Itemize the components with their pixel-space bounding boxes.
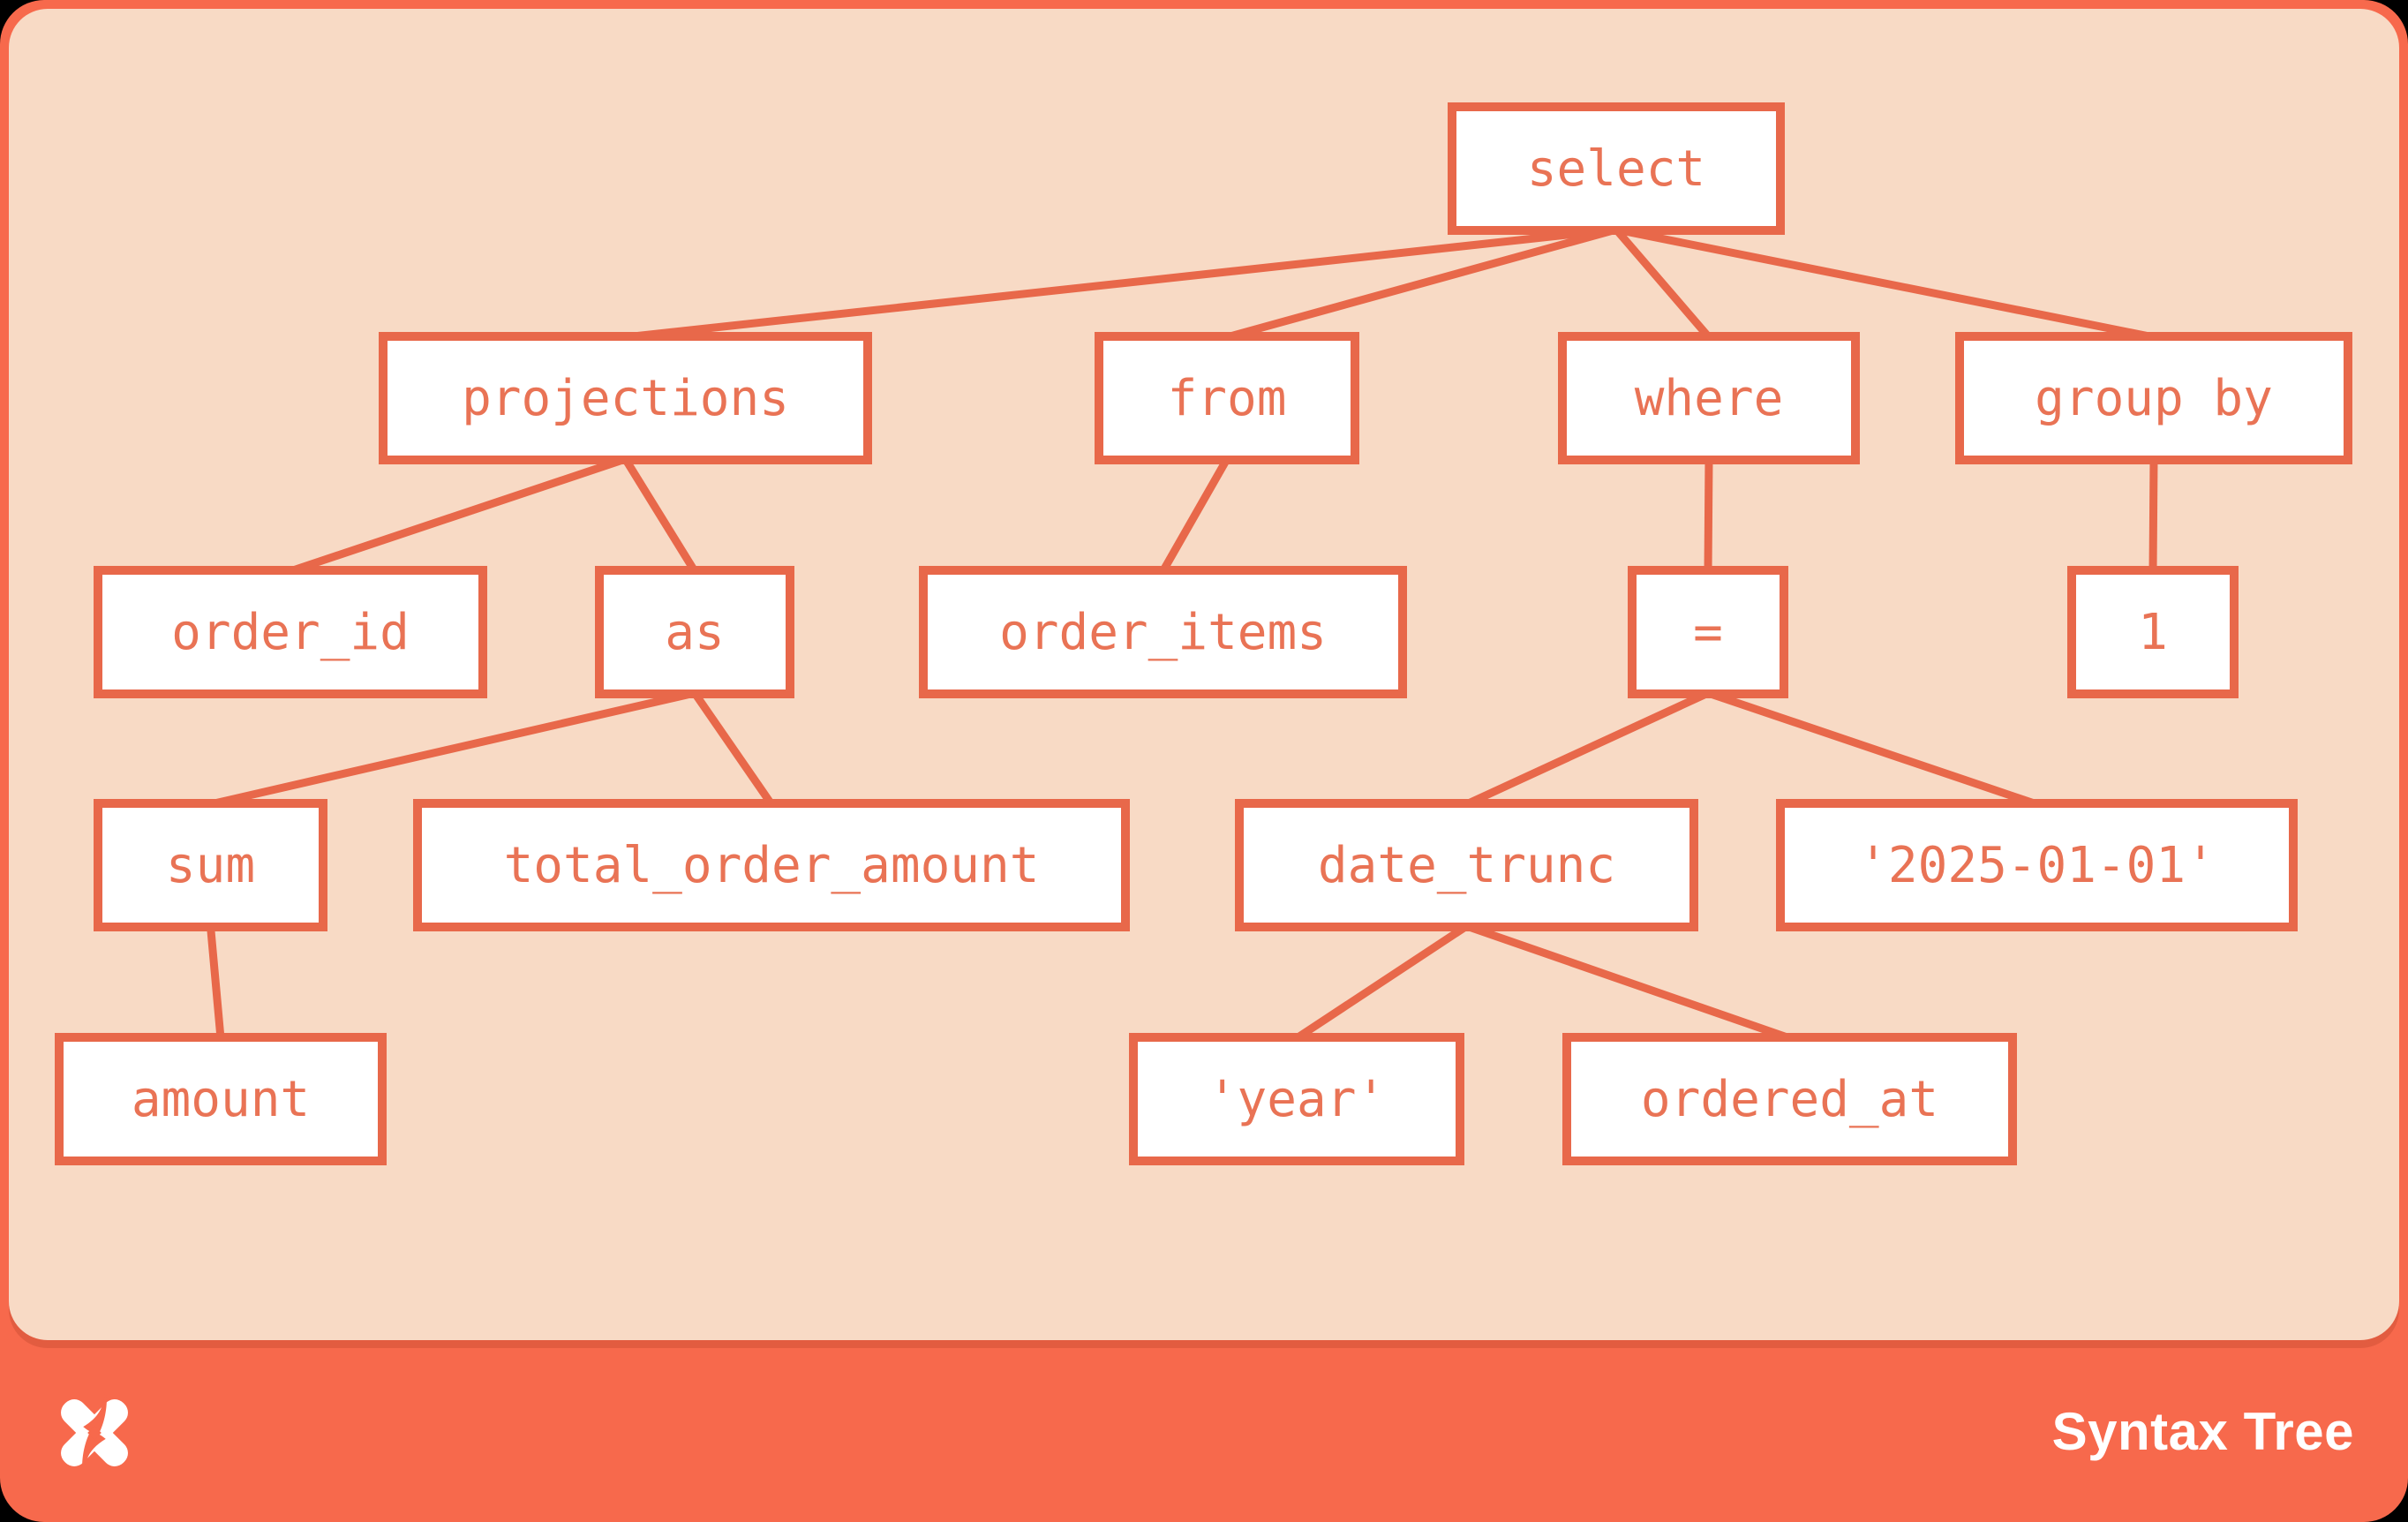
tree-edge-as-total_order_amount: [691, 690, 775, 807]
tree-edge-from-order_items: [1159, 456, 1230, 574]
tree-edge-eq-date_trunc: [1464, 689, 1710, 809]
tree-node-label: select: [1526, 139, 1706, 198]
tree-node-year_literal: 'year': [1129, 1033, 1464, 1165]
tree-node-label: '2025-01-01': [1858, 836, 2216, 894]
tree-edge-eq-date_literal: [1706, 689, 2038, 809]
tree-node-label: order_items: [999, 603, 1327, 661]
tree-edge-as-sum: [209, 689, 696, 809]
tree-node-label: sum: [165, 836, 256, 894]
tree-node-label: group by: [2035, 369, 2273, 427]
tree-node-projections: projections: [379, 332, 872, 464]
tree-node-label: amount: [131, 1070, 311, 1128]
tree-node-date_trunc: date_trunc: [1235, 799, 1698, 931]
tree-node-label: where: [1634, 369, 1784, 427]
tree-edge-date_trunc-ordered_at: [1465, 922, 1791, 1043]
tree-edge-projections-order_id: [289, 455, 627, 576]
tree-node-label: as: [665, 603, 725, 661]
tree-node-order_id: order_id: [94, 566, 487, 698]
tree-node-label: 'year': [1207, 1070, 1387, 1128]
tree-edge-group_by-one: [2148, 458, 2158, 572]
tree-node-total_order_amount: total_order_amount: [413, 799, 1130, 931]
tree-node-label: from: [1167, 369, 1287, 427]
tree-edge-date_trunc-year_literal: [1294, 923, 1469, 1042]
tree-node-label: projections: [462, 369, 789, 427]
tree-node-amount: amount: [55, 1033, 387, 1165]
tree-edge-where-eq: [1704, 458, 1713, 572]
tree-node-label: total_order_amount: [503, 836, 1040, 894]
tree-node-where: where: [1558, 332, 1860, 464]
tree-node-one: 1: [2067, 566, 2239, 698]
tree-node-sum: sum: [94, 799, 327, 931]
tree-node-date_literal: '2025-01-01': [1776, 799, 2298, 931]
tree-node-from: from: [1095, 332, 1359, 464]
tree-node-ordered_at: ordered_at: [1562, 1033, 2017, 1165]
tree-edge-select-group_by: [1615, 225, 2155, 342]
tree-node-order_items: order_items: [919, 566, 1407, 698]
tree-node-label: ordered_at: [1640, 1070, 1939, 1128]
tree-node-group_by: group by: [1955, 332, 2352, 464]
tree-node-eq: =: [1628, 566, 1788, 698]
footer-title: Syntax Tree: [2051, 1402, 2354, 1461]
tree-edge-select-from: [1225, 225, 1618, 342]
tree-node-label: date_trunc: [1317, 836, 1616, 894]
tree-node-as: as: [595, 566, 794, 698]
tree-node-select: select: [1448, 102, 1785, 235]
tree-edge-projections-as: [621, 456, 698, 574]
tree-edge-select-where: [1613, 227, 1712, 340]
tree-node-label: =: [1693, 603, 1723, 661]
tree-node-label: 1: [2138, 603, 2168, 661]
footer-bar: Syntax Tree: [0, 1340, 2408, 1522]
tree-edge-sum-amount: [207, 925, 225, 1039]
tree-edge-select-projections: [625, 225, 1617, 342]
x-pinwheel-logo-icon: [61, 1393, 128, 1473]
tree-node-label: order_id: [171, 603, 410, 661]
